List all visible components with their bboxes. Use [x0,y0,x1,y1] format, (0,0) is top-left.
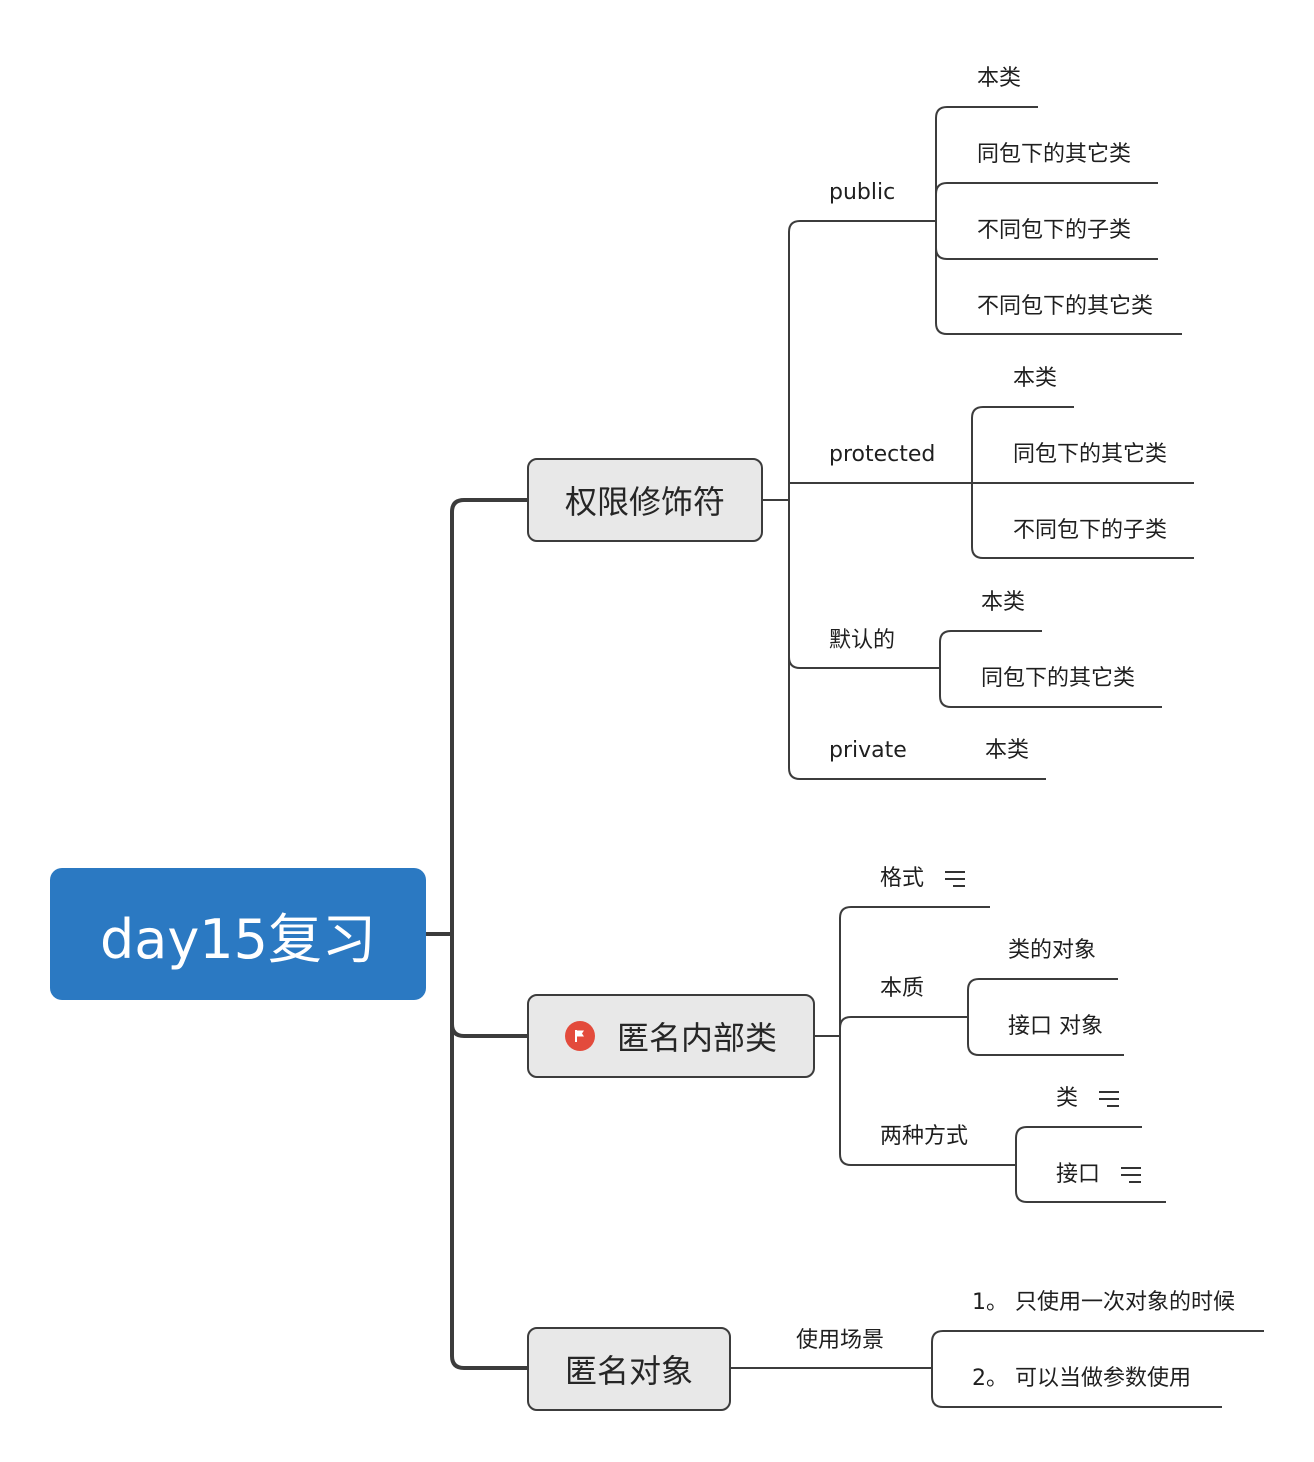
leaf-public-2[interactable]: 同包下的其它类 [977,142,1132,167]
leaf-ways-2-label: 接口 [1056,1162,1101,1187]
b2-spine [839,906,852,1166]
leaf-public-1[interactable]: 本类 [977,66,1022,91]
branch-label: 匿名对象 [564,1352,693,1390]
branch-label: 匿名内部类 [616,1019,777,1057]
leaf-default-2[interactable]: 同包下的其它类 [981,666,1136,691]
leaf-default-1[interactable]: 本类 [981,590,1026,615]
branch-access-modifiers[interactable]: 权限修饰符 [527,458,763,542]
subtopic-default[interactable]: 默认的 [829,628,896,653]
usage-spine [931,1330,944,1408]
leaf-protected-3[interactable]: 不同包下的子类 [1013,518,1168,543]
essence-spine [967,978,980,1056]
subtopic-format[interactable]: 格式 [880,866,966,892]
branch-anonymous-object[interactable]: 匿名对象 [527,1327,731,1411]
b2-essence-underline [839,1016,968,1029]
root-topic-label: day15复习 [99,907,377,971]
root-topic[interactable]: day15复习 [50,868,426,1000]
notes-icon[interactable] [1098,1090,1120,1108]
leaf-private-1[interactable]: 本类 [985,738,1030,763]
b1-default-underline [788,656,940,669]
leaf-ways-1[interactable]: 类 [1056,1086,1120,1112]
subtopic-two-ways[interactable]: 两种方式 [880,1124,969,1149]
public-leaf-3-line [935,247,1158,260]
root-trunk [450,498,465,1370]
flag-icon [564,1021,595,1051]
subtopic-format-label: 格式 [880,866,925,891]
b1-spine [788,220,801,780]
subtopic-essence[interactable]: 本质 [880,976,925,1001]
ways-spine [1015,1126,1028,1203]
leaf-ways-1-label: 类 [1056,1086,1079,1111]
subtopic-protected[interactable]: protected [829,442,936,467]
leaf-ways-2[interactable]: 接口 [1056,1162,1142,1188]
leaf-public-3[interactable]: 不同包下的子类 [977,218,1132,243]
leaf-protected-2[interactable]: 同包下的其它类 [1013,442,1168,467]
branch-anonymous-inner-class[interactable]: 匿名内部类 [527,994,815,1078]
subtopic-public[interactable]: public [829,180,896,205]
subtopic-usage[interactable]: 使用场景 [796,1328,885,1353]
leaf-public-4[interactable]: 不同包下的其它类 [977,294,1154,319]
default-spine [939,630,952,708]
notes-icon[interactable] [1120,1166,1142,1184]
public-leaf-2-line [935,182,1158,195]
branch-label: 权限修饰符 [564,483,725,521]
subtopic-private[interactable]: private [829,738,907,763]
leaf-essence-1[interactable]: 类的对象 [1008,938,1097,963]
public-spine [935,106,948,335]
leaf-protected-1[interactable]: 本类 [1013,366,1058,391]
leaf-essence-2[interactable]: 接口 对象 [1008,1014,1103,1039]
trunk-branch-2 [450,1023,528,1038]
leaf-usage-1[interactable]: 1。 只使用一次对象的时候 [972,1290,1235,1315]
notes-icon[interactable] [944,870,966,888]
leaf-usage-2[interactable]: 2。 可以当做参数使用 [972,1366,1191,1391]
